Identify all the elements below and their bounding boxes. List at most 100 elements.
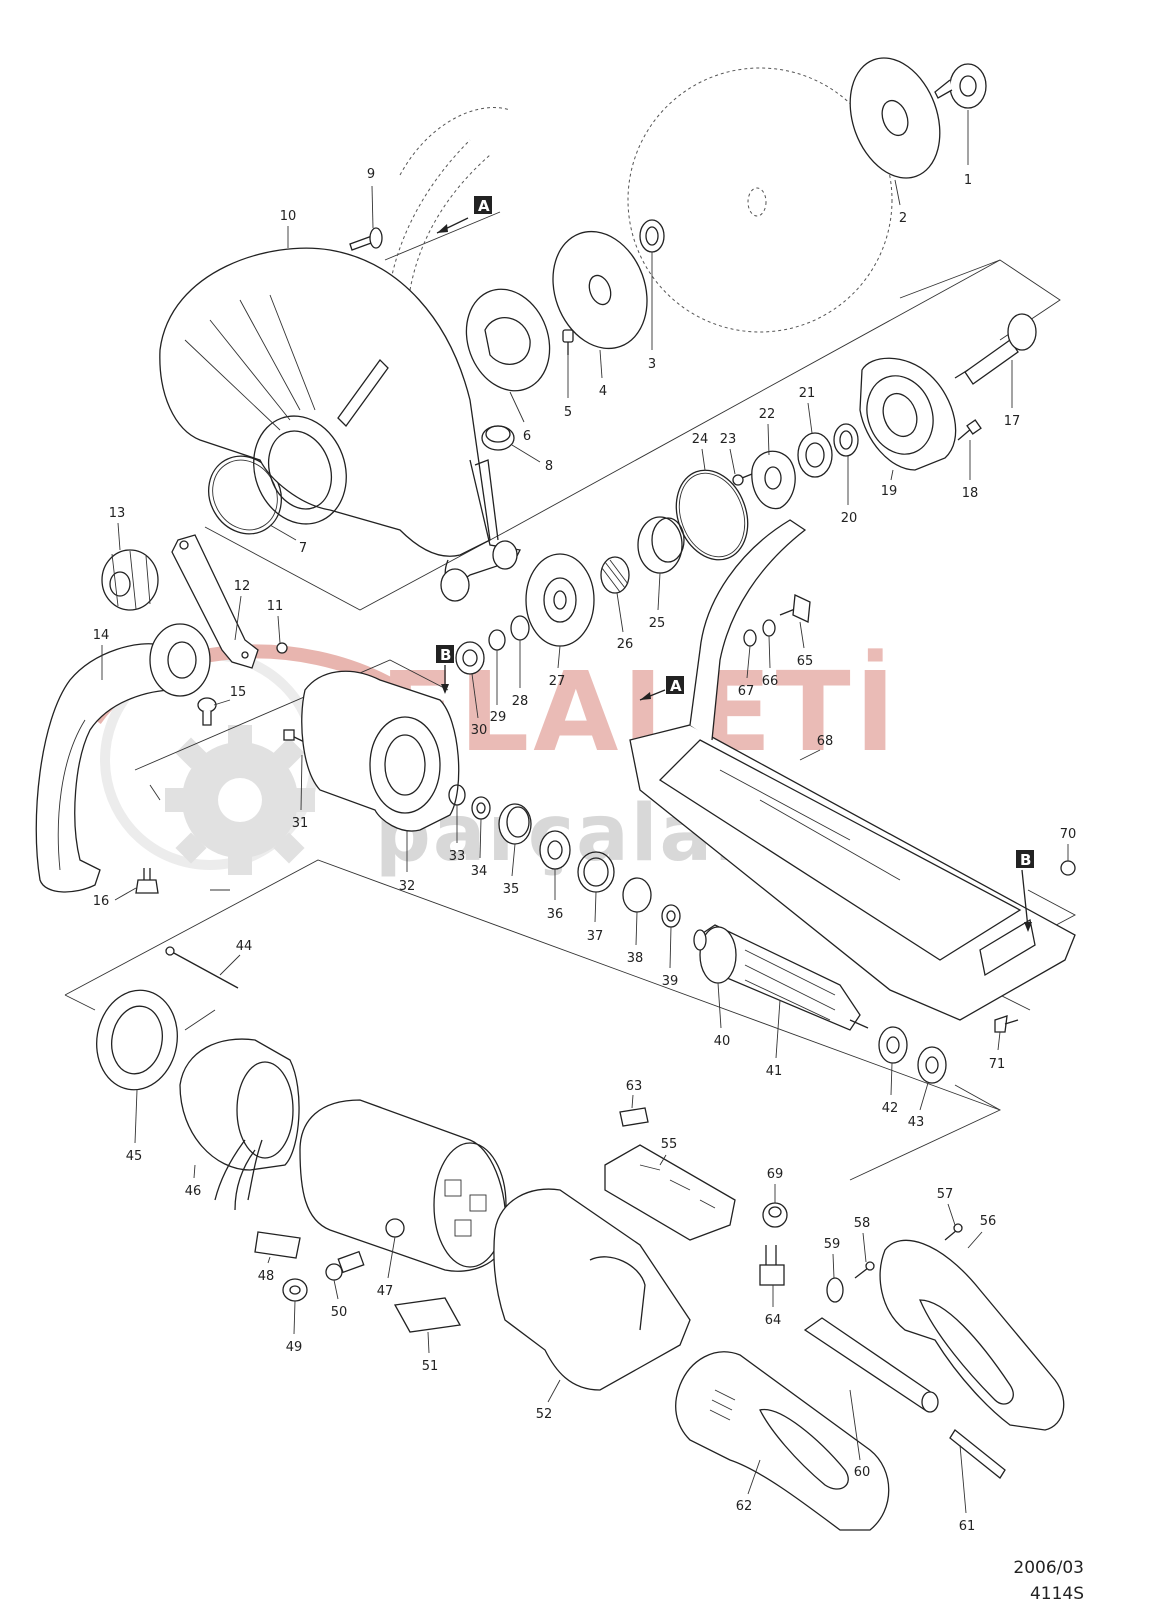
part-number-29: 29 [490,710,507,725]
part-number-40: 40 [714,1034,731,1049]
marker-b-right: B [1016,850,1034,932]
part-number-13: 13 [109,506,126,521]
part-number-51: 51 [422,1359,439,1374]
part-40-fan-icon [693,929,707,951]
leader-line-p13 [117,522,121,551]
part-number-60: 60 [854,1465,871,1480]
part-1-bolt-icon [934,63,987,109]
part-25-bearing-sleeve-icon [637,516,685,574]
part-42-bearing-icon [878,1026,908,1064]
part-number-27: 27 [549,674,566,689]
part-number-50: 50 [331,1305,348,1320]
part-number-52: 52 [536,1407,553,1422]
part-15-bolt-icon [197,697,217,726]
leader-line-p49 [293,1300,296,1335]
part-number-12: 12 [234,579,251,594]
leader-line-p50 [333,1279,339,1300]
part-10-blade-guard-icon [159,247,521,602]
leader-line-p42 [890,1062,893,1096]
part-8-cap-icon [481,425,515,451]
leader-line-p41 [775,999,781,1059]
part-number-43: 43 [908,1115,925,1130]
part-number-14: 14 [93,628,110,643]
part-number-9: 9 [367,167,375,182]
leader-line-p47 [387,1236,396,1279]
leader-line-p4 [599,349,603,379]
leader-line-p57 [947,1203,956,1226]
part-number-8: 8 [545,459,553,474]
part-number-59: 59 [824,1237,841,1252]
leader-line-p68 [799,749,821,761]
leader-line-p35 [511,843,516,877]
part-39-washer-icon [661,904,681,928]
part-36-bearing-icon [539,830,571,870]
marker-a-upper: A [436,196,492,234]
saw-blade-outline [389,67,893,333]
leader-line-p51 [427,1331,430,1354]
leader-line-p56 [967,1231,983,1249]
marker-b-upper: B [436,645,454,694]
leader-line-p2 [894,179,901,206]
part-3-washer-icon [639,219,665,253]
part-44-long-screw-icon [165,946,239,989]
part-number-66: 66 [762,674,779,689]
leader-line-p61 [959,1444,967,1514]
leader-line-p7 [269,524,297,541]
part-number-26: 26 [617,637,634,652]
part-70-screw-icon [1060,860,1076,876]
part-number-37: 37 [587,929,604,944]
part-number-58: 58 [854,1216,871,1231]
part-38-snap-ring-icon [622,877,652,913]
assembly-guide-lines [64,211,1076,1181]
leader-line-p67 [746,645,751,679]
part-68-base-plate-icon [629,519,1076,1021]
part-13-knob-icon [101,549,159,611]
part-number-68: 68 [817,734,834,749]
part-number-11: 11 [267,599,284,614]
part-30-bearing-icon [455,641,485,675]
part-number-15: 15 [230,685,247,700]
part-number-30: 30 [471,723,488,738]
part-43-bearing-icon [917,1046,947,1084]
part-number-46: 46 [185,1184,202,1199]
part-number-33: 33 [449,849,466,864]
part-number-61: 61 [959,1519,976,1534]
part-number-21: 21 [799,386,816,401]
part-number-44: 44 [236,939,253,954]
part-14-front-handle-icon [35,623,211,893]
part-number-24: 24 [692,432,709,447]
part-56-handle-cover-icon [879,1239,1065,1431]
leader-line-p9 [371,185,374,229]
leader-line-p45 [134,1089,138,1144]
part-number-2: 2 [899,211,907,226]
part-11-screw-icon [276,642,288,654]
part-number-16: 16 [93,894,110,909]
part-number-19: 19 [881,484,898,499]
leader-line-p71 [997,1031,1001,1051]
part-26-needle-bearing-icon [600,556,630,594]
part-number-42: 42 [882,1101,899,1116]
part-12-bracket-icon [171,534,259,669]
part-63-cushion-icon [619,1107,649,1127]
part-67-ring-icon [743,629,757,647]
part-27-spiral-gear-icon [525,553,595,647]
part-number-38: 38 [627,951,644,966]
leader-line-p30 [471,673,479,719]
part-number-3: 3 [648,357,656,372]
leader-line-p63 [631,1094,634,1109]
part-35-sleeve-icon [498,803,532,845]
part-number-49: 49 [286,1340,303,1355]
part-4-inner-flange-icon [552,230,648,350]
part-22-retainer-plate-icon [751,450,796,510]
part-number-47: 47 [377,1284,394,1299]
leader-line-p6 [509,391,525,423]
part-number-34: 34 [471,864,488,879]
part-number-65: 65 [797,654,814,669]
leader-line-p40 [717,982,722,1029]
part-20-washer-icon [833,423,859,457]
part-number-18: 18 [962,486,979,501]
leader-line-p12 [234,595,242,641]
part-28-snap-ring-icon [510,615,530,641]
part-51-insulation-sheet-icon [393,1297,462,1333]
